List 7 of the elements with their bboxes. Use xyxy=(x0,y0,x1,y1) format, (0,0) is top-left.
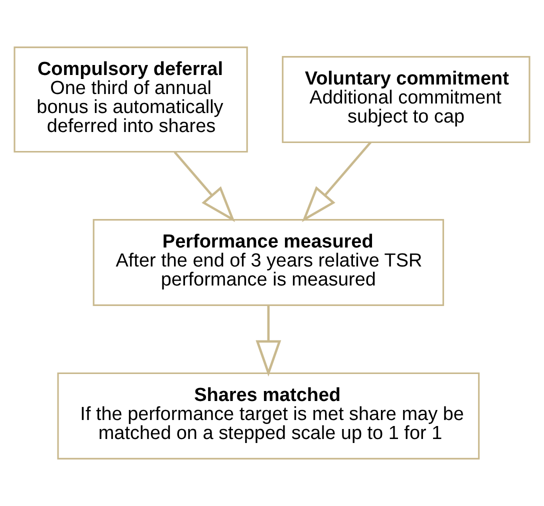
node-box: Shares matched If the performance target is met share may be matched on a stepped scale up to 1 for 1 xyxy=(57,372,480,460)
node-box: Compulsory deferral One third of annual bonus is automatically deferred into shares xyxy=(14,46,248,153)
arrow xyxy=(302,142,372,222)
node-box: Performance measured After the end of 3 years relative TSR performance is measured xyxy=(92,218,444,306)
node-box: Voluntary commitment Additional commitment subject to cap xyxy=(282,56,530,144)
arrow xyxy=(174,151,236,222)
arrow xyxy=(256,306,282,377)
